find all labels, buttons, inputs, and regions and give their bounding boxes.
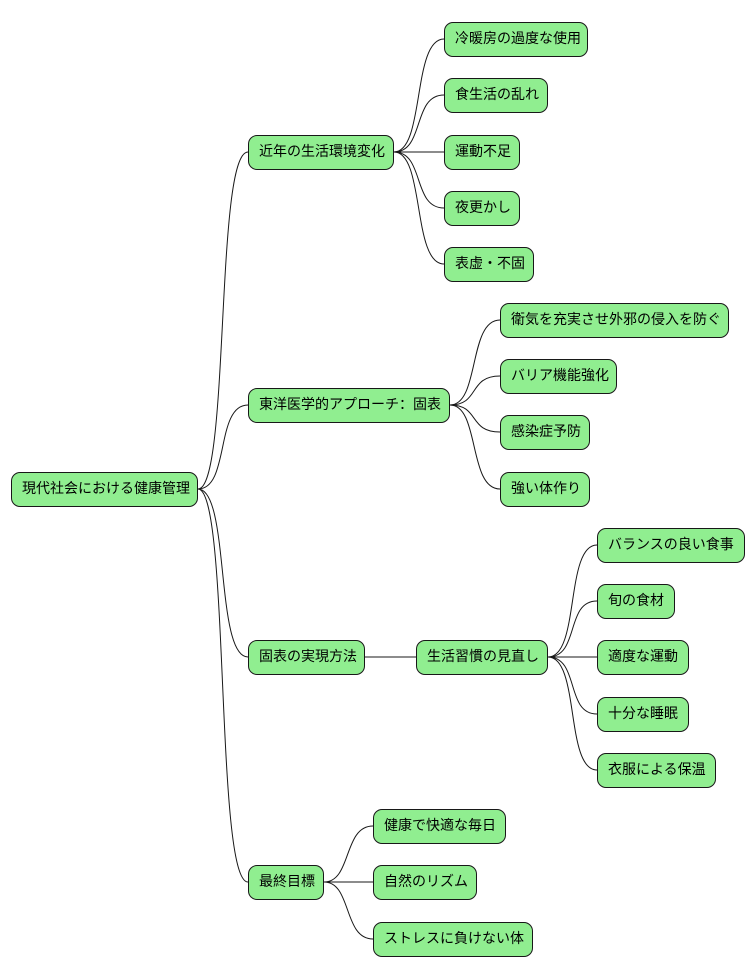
edge-eastern-to-barrier xyxy=(449,375,501,406)
mindmap-root-node: 現代社会における健康管理 xyxy=(11,472,198,507)
edge-lifestyle-to-diet xyxy=(393,94,445,153)
edge-root-to-methods xyxy=(197,488,249,658)
edge-habits-to-meals xyxy=(547,544,598,658)
leaf-node-barrier: バリア機能強化 xyxy=(500,359,617,394)
leaf-node-balanced-meals: バランスの良い食事 xyxy=(597,528,745,563)
leaf-node-strong-body: 強い体作り xyxy=(500,472,590,507)
leaf-node-seasonal-food: 旬の食材 xyxy=(597,584,675,619)
branch-node-final-goal: 最終目標 xyxy=(248,865,324,900)
leaf-node-late-night: 夜更かし xyxy=(444,191,520,226)
edge-habits-to-seasonal xyxy=(547,600,598,658)
branch-node-methods: 固表の実現方法 xyxy=(248,640,365,675)
edge-habits-to-clothing xyxy=(547,656,598,771)
branch-node-lifestyle-change: 近年の生活環境変化 xyxy=(248,135,394,170)
leaf-node-stress-resistant: ストレスに負けない体 xyxy=(373,922,533,957)
edge-eastern-to-wei-qi xyxy=(449,319,501,406)
edge-goal-to-stress xyxy=(323,881,374,940)
edge-lifestyle-to-late-night xyxy=(393,151,445,209)
edge-root-to-final-goal xyxy=(197,488,249,883)
edge-root-to-lifestyle-change xyxy=(197,151,249,490)
leaf-node-warm-clothing: 衣服による保温 xyxy=(597,753,716,788)
sub-branch-node-habits: 生活習慣の見直し xyxy=(416,640,548,675)
leaf-node-moderate-exercise: 適度な運動 xyxy=(597,640,689,675)
leaf-node-ac-overuse: 冷暖房の過度な使用 xyxy=(444,22,588,57)
edge-root-to-eastern-approach xyxy=(197,404,249,490)
edge-eastern-to-infection xyxy=(449,404,501,433)
leaf-node-diet-disorder: 食生活の乱れ xyxy=(444,78,548,113)
edge-lifestyle-to-weak-surface xyxy=(393,151,445,265)
leaf-node-wei-qi: 衛気を充実させ外邪の侵入を防ぐ xyxy=(500,303,729,338)
edge-eastern-to-strong-body xyxy=(449,404,501,490)
leaf-node-infection-prevention: 感染症予防 xyxy=(500,415,590,450)
leaf-node-comfortable-days: 健康で快適な毎日 xyxy=(373,809,506,844)
leaf-node-weak-surface: 表虚・不固 xyxy=(444,247,534,282)
edge-lifestyle-to-ac xyxy=(393,38,445,153)
leaf-node-lack-of-exercise: 運動不足 xyxy=(444,135,520,170)
edge-goal-to-comfort xyxy=(323,825,374,883)
leaf-node-natural-rhythm: 自然のリズム xyxy=(373,865,477,900)
branch-node-eastern-approach: 東洋医学的アプローチ：固表 xyxy=(248,388,450,423)
edge-habits-to-sleep xyxy=(547,656,598,715)
leaf-node-enough-sleep: 十分な睡眠 xyxy=(597,697,689,732)
